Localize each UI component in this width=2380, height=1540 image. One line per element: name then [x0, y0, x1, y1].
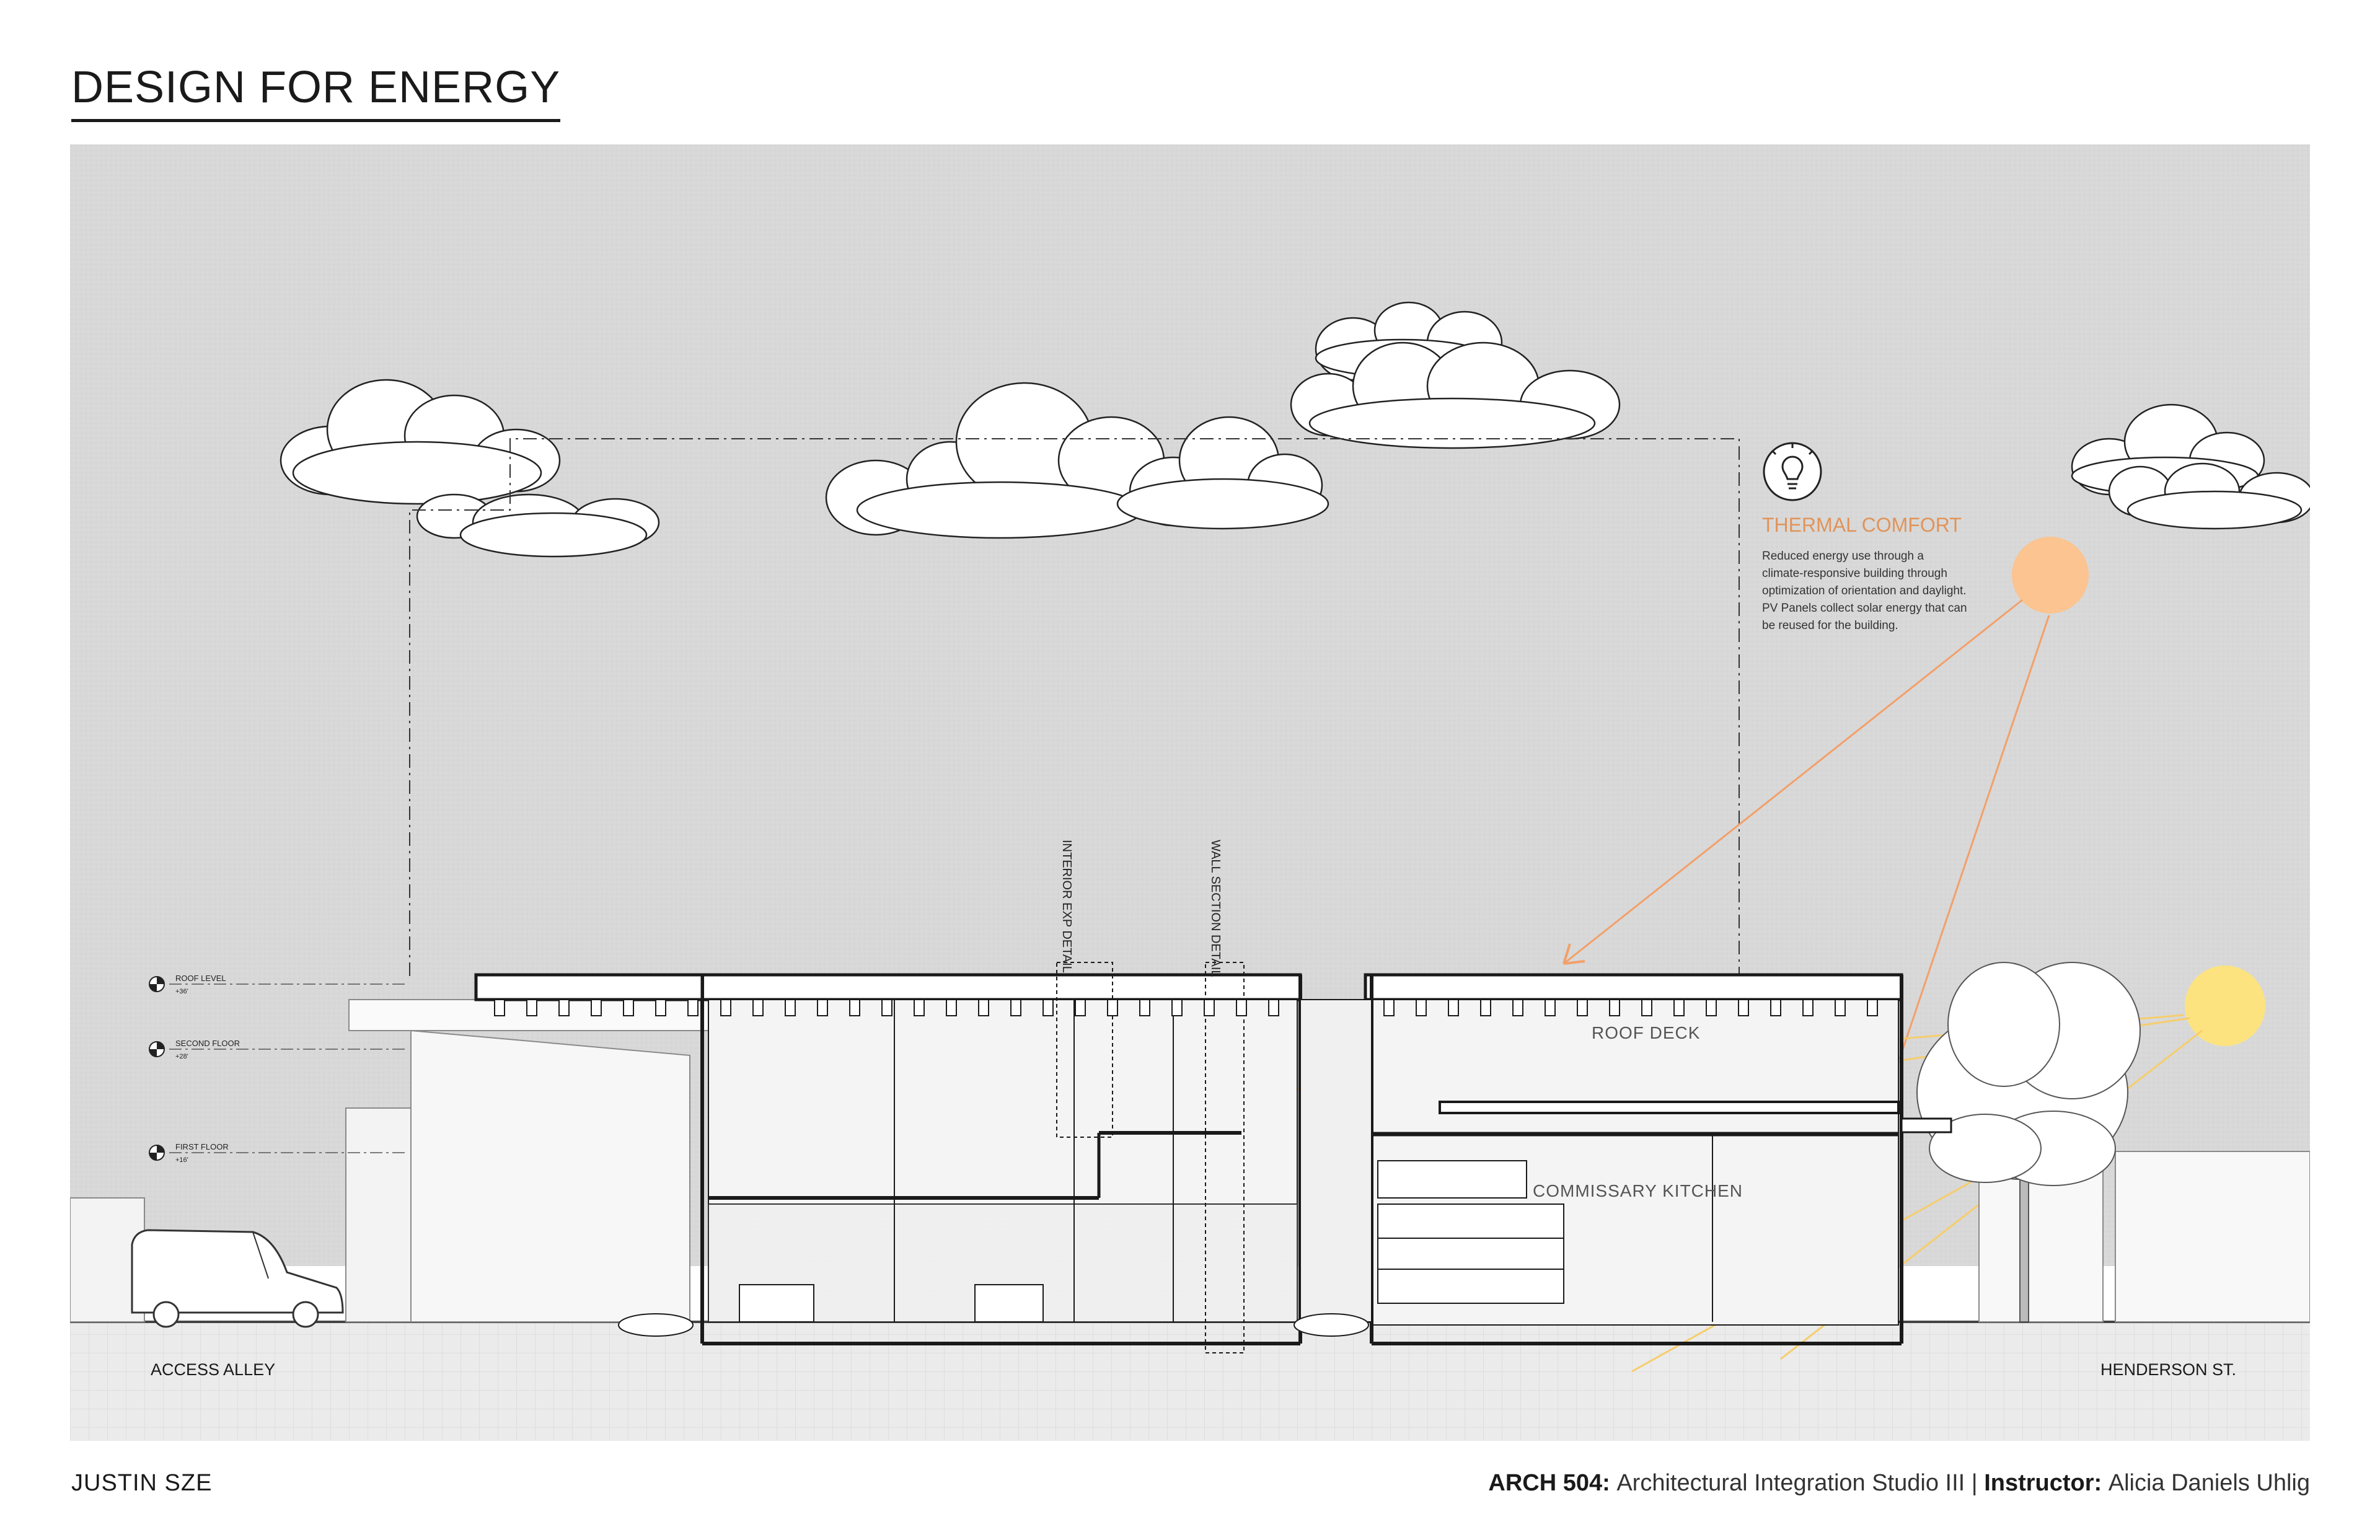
- roof-joist: [623, 999, 634, 1016]
- level-elev: +28': [175, 1053, 188, 1060]
- level-elev: +36': [175, 988, 188, 995]
- roof-joist: [1512, 999, 1523, 1016]
- roof-joist: [1171, 999, 1183, 1016]
- level-marker-roof: ROOF LEVEL +36': [149, 974, 405, 995]
- level-elev: +16': [175, 1156, 188, 1164]
- roof-joists: [494, 999, 1878, 1016]
- ground-strip: [70, 1322, 2310, 1441]
- roof-joist: [687, 999, 699, 1016]
- callout-line: be reused for the building.: [1762, 619, 1898, 632]
- roof-joist: [1480, 999, 1491, 1016]
- space-label-kitchen: COMMISSARY KITCHEN: [1533, 1181, 1743, 1200]
- callout-body: Reduced energy use through a climate-res…: [1762, 550, 1970, 632]
- roof-joist: [655, 999, 666, 1016]
- roof-joist: [1448, 999, 1459, 1016]
- roof-joist: [1577, 999, 1588, 1016]
- massing-outline: [409, 438, 1740, 976]
- roof-joist: [881, 999, 892, 1016]
- roof-joist: [1641, 999, 1652, 1016]
- roof-joist: [849, 999, 860, 1016]
- sun-high: [2012, 537, 2089, 614]
- callout-line: PV Panels collect solar energy that can: [1762, 602, 1967, 615]
- callout-line: climate-responsive building through: [1762, 567, 1947, 580]
- level-name: FIRST FLOOR: [175, 1142, 229, 1151]
- roof-joist: [1706, 999, 1717, 1016]
- roof-joist: [1802, 999, 1814, 1016]
- roof-joist: [720, 999, 731, 1016]
- roof-joist: [978, 999, 989, 1016]
- roof-joist: [1236, 999, 1247, 1016]
- roof-joist: [785, 999, 796, 1016]
- cloud-1: [280, 379, 660, 558]
- detail-tag-interior: INTERIOR EXP DETAIL: [1060, 840, 1073, 973]
- roof-joist: [946, 999, 957, 1016]
- roof-joist: [1770, 999, 1781, 1016]
- roof-joist: [1867, 999, 1878, 1016]
- roof-joist: [1738, 999, 1749, 1016]
- cloud-3: [1290, 301, 1621, 449]
- roof-joist: [1107, 999, 1118, 1016]
- building-section-drawing: THERMAL COMFORT Reduced energy use throu…: [70, 144, 2310, 1441]
- roof-joist: [1673, 999, 1685, 1016]
- roof-joist: [558, 999, 570, 1016]
- roof-joist: [1416, 999, 1427, 1016]
- roof-joist: [526, 999, 537, 1016]
- instructor-name: Alicia Daniels Uhlig: [2108, 1470, 2310, 1496]
- roof-joist: [1383, 999, 1395, 1016]
- street-label-left: ACCESS ALLEY: [151, 1360, 275, 1379]
- street-label-right: HENDERSON ST.: [2100, 1360, 2236, 1379]
- course-credit: ARCH 504: Architectural Integration Stud…: [1488, 1470, 2310, 1497]
- roof-joist: [1835, 999, 1846, 1016]
- level-name: SECOND FLOOR: [175, 1039, 240, 1048]
- callout-line: Reduced energy use through a: [1762, 550, 1924, 563]
- course-code: ARCH 504:: [1488, 1470, 1610, 1496]
- cloud-4: [2071, 403, 2310, 530]
- roof-joist: [1268, 999, 1279, 1016]
- instructor-label: Instructor:: [1984, 1470, 2102, 1496]
- space-label-roof-deck: ROOF DECK: [1592, 1023, 1700, 1042]
- roof-joist: [591, 999, 602, 1016]
- level-marker-second: SECOND FLOOR +28': [149, 1039, 405, 1060]
- roof-joist: [1075, 999, 1086, 1016]
- roof-joist: [817, 999, 828, 1016]
- van: [131, 1229, 344, 1328]
- building-section: [474, 962, 1952, 1353]
- roof-joist: [1042, 999, 1054, 1016]
- sun-low: [2185, 966, 2265, 1046]
- callout-title: THERMAL COMFORT: [1762, 514, 1962, 536]
- callout-line: optimization of orientation and daylight…: [1762, 584, 1967, 597]
- level-name: ROOF LEVEL: [175, 974, 226, 983]
- roof-joist: [752, 999, 764, 1016]
- level-markers: ROOF LEVEL +36' SECOND FLOOR +28' FIRST …: [149, 974, 405, 1164]
- callout-lightbulb-icon: [1763, 442, 1822, 501]
- course-name: Architectural Integration Studio III: [1616, 1470, 1965, 1496]
- footer-separator: |: [1971, 1470, 1978, 1496]
- clouds: [280, 301, 2310, 558]
- roof-joist: [1204, 999, 1215, 1016]
- tree: [1916, 962, 2141, 1322]
- page-title: DESIGN FOR ENERGY: [71, 62, 561, 122]
- detail-tag-wall: WALL SECTION DETAIL: [1209, 840, 1222, 977]
- roof-joist: [1010, 999, 1021, 1016]
- roof-joist: [914, 999, 925, 1016]
- roof-joist: [1609, 999, 1620, 1016]
- roof-joist: [494, 999, 505, 1016]
- author-name: JUSTIN SZE: [71, 1470, 213, 1496]
- roof-joist: [1545, 999, 1556, 1016]
- level-marker-first: FIRST FLOOR +16': [149, 1142, 405, 1164]
- roof-joist: [1139, 999, 1150, 1016]
